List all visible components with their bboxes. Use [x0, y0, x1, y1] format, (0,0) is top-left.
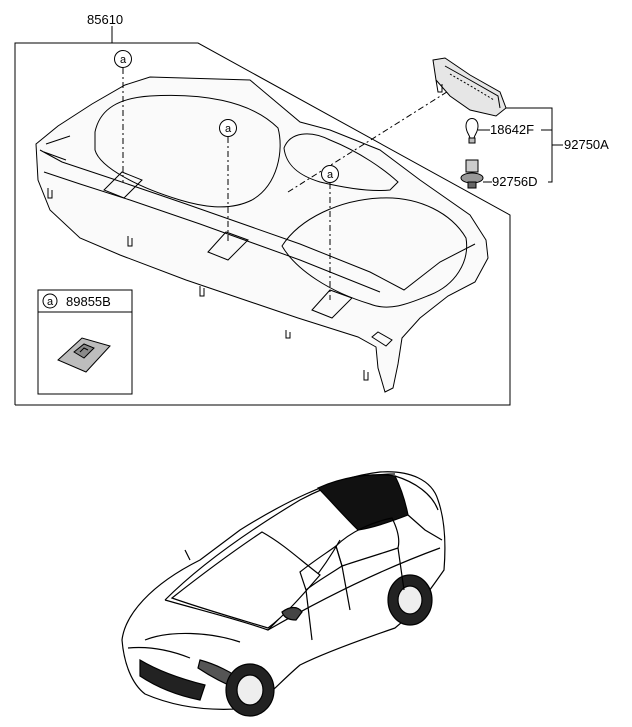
socket-icon: [460, 159, 484, 189]
part-number-85610: 85610: [87, 12, 123, 27]
clip-pad-icon: [57, 337, 111, 373]
package-tray-panel: [35, 76, 489, 393]
ref-marker-a-2: a: [219, 119, 237, 137]
part-number-89855B: 89855B: [66, 294, 111, 309]
stop-lamp-housing: [432, 57, 507, 117]
part-number-18642F: 18642F: [490, 122, 534, 137]
svg-text:a: a: [120, 54, 127, 66]
part-number-92750A: 92750A: [564, 137, 609, 152]
svg-text:a: a: [225, 123, 232, 135]
svg-text:a: a: [327, 169, 334, 181]
ref-marker-a-3: a: [321, 165, 339, 183]
bulb-icon: [465, 118, 479, 144]
ref-marker-a-1: a: [114, 50, 132, 68]
part-number-92756D: 92756D: [492, 174, 538, 189]
inset-box: a 89855B: [37, 289, 133, 395]
vehicle-illustration: [121, 471, 446, 717]
diagram-frame: [14, 42, 511, 406]
svg-text:a: a: [47, 296, 54, 308]
